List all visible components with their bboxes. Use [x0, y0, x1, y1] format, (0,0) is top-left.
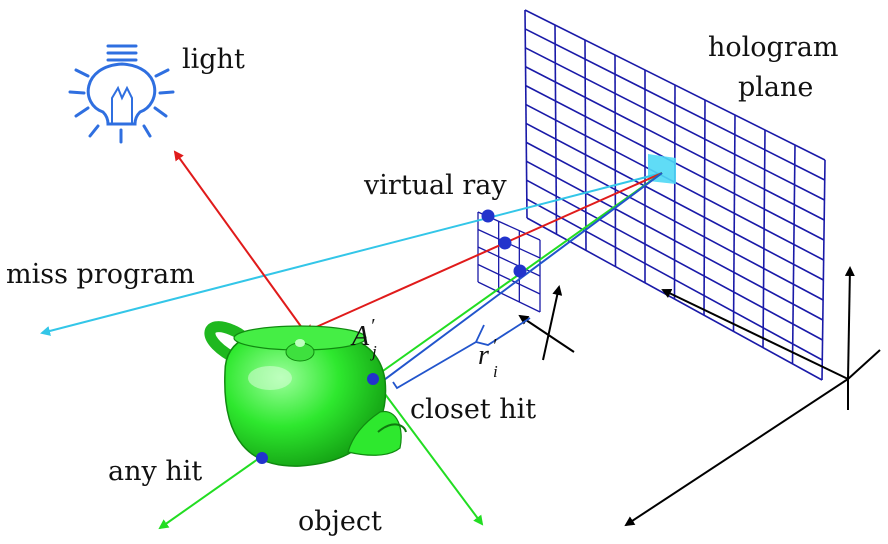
label-a-j-prime: A ′ j — [350, 315, 377, 361]
grid-line — [762, 129, 766, 348]
svg-text:r: r — [478, 340, 489, 371]
grid-line — [525, 141, 824, 301]
label-virtual-ray: virtual ray — [363, 170, 507, 201]
grid-line — [614, 54, 617, 267]
hologram-plane-grid — [524, 9, 826, 381]
grid-line — [732, 114, 736, 332]
svg-text:′: ′ — [492, 335, 497, 357]
shadow-ray — [173, 150, 306, 333]
svg-text:i: i — [493, 362, 498, 381]
label-closet-hit: closet hit — [410, 394, 536, 425]
grid-line — [821, 159, 826, 381]
label-r-i-prime: r ′ i — [478, 335, 498, 381]
rays — [40, 150, 663, 530]
grid-line — [525, 66, 825, 221]
label-plane: plane — [738, 72, 813, 103]
label-object: object — [298, 506, 382, 537]
grid-line — [526, 198, 823, 361]
grid-line — [554, 24, 558, 235]
red-ray — [303, 172, 663, 334]
any-hit-dot — [256, 452, 268, 464]
label-miss-program: miss program — [6, 259, 195, 290]
label-hologram: hologram — [708, 32, 838, 63]
reflected-ray-right — [372, 377, 484, 526]
grid-line — [526, 160, 824, 321]
grid-line — [524, 9, 826, 161]
grid-line — [526, 179, 823, 341]
grid-line — [584, 39, 587, 251]
virtual-ray-dot-1 — [481, 209, 495, 223]
grid-line — [791, 144, 796, 364]
virtual-ray-dot-2 — [498, 236, 512, 250]
grid-line — [524, 28, 826, 181]
grid-line — [703, 99, 706, 316]
grid-line — [524, 9, 528, 219]
grid-line — [477, 281, 541, 313]
grid-line — [526, 217, 823, 381]
svg-text:A: A — [350, 321, 370, 352]
svg-text:′: ′ — [370, 315, 375, 337]
light-bulb-icon — [68, 44, 175, 144]
virtual-ray-dot-3 — [513, 264, 527, 278]
teapot-object — [204, 321, 407, 467]
grid-line — [477, 263, 541, 295]
coordinate-axes — [518, 266, 881, 527]
label-any-hit: any hit — [108, 456, 202, 487]
grid-line — [673, 84, 676, 300]
miss-ray — [40, 172, 663, 336]
label-light: light — [182, 44, 245, 75]
distance-brace — [392, 317, 531, 390]
blue-ray — [379, 172, 663, 384]
svg-text:j: j — [370, 342, 377, 361]
grid-line — [525, 122, 824, 281]
hit-points — [256, 209, 527, 464]
closest-hit-dot — [367, 373, 379, 385]
grid-line — [525, 47, 825, 201]
